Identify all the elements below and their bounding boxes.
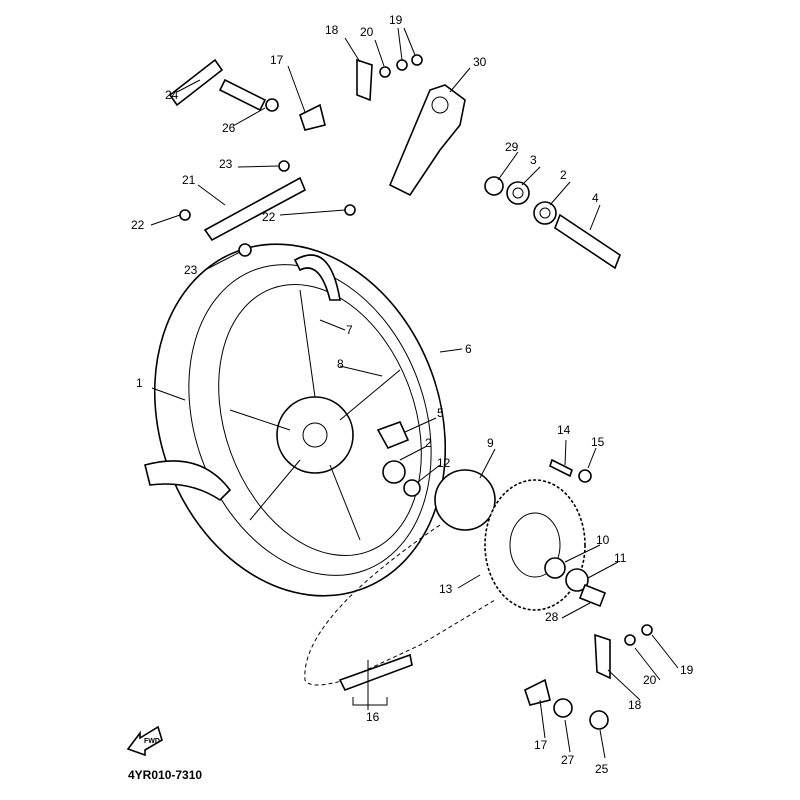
callout-17: 17: [534, 738, 548, 752]
callout-10: 10: [596, 533, 610, 547]
callout-22: 22: [262, 210, 276, 224]
callout-21: 21: [182, 173, 196, 187]
callout-22: 22: [131, 218, 145, 232]
rear-wheel: [144, 243, 447, 597]
callout-7: 7: [346, 323, 353, 337]
callout-23: 23: [184, 263, 198, 277]
callout-2: 2: [425, 436, 432, 450]
callout-1: 1: [136, 376, 143, 390]
callout-3: 3: [530, 153, 537, 167]
callout-29: 29: [505, 140, 519, 154]
callout-27: 27: [561, 753, 575, 767]
callout-6: 6: [465, 342, 472, 356]
callout-18: 18: [325, 23, 339, 37]
callout-20: 20: [643, 673, 657, 687]
forward-direction-icon: FWD: [126, 725, 163, 757]
axle-parts: [168, 54, 621, 497]
sprocket-assembly: [304, 458, 653, 730]
callout-18: 18: [628, 698, 642, 712]
callout-13: 13: [439, 582, 453, 596]
callout-17: 17: [270, 53, 284, 67]
callout-25: 25: [595, 762, 609, 776]
callout-9: 9: [487, 436, 494, 450]
callout-30: 30: [473, 55, 487, 69]
callout-5: 5: [437, 406, 444, 420]
callout-24: 24: [165, 88, 179, 102]
callout-11: 11: [614, 551, 627, 565]
callout-19: 19: [680, 663, 694, 677]
callout-19: 19: [389, 13, 403, 27]
leader-lines: [150, 27, 679, 759]
callout-20: 20: [360, 25, 374, 39]
callout-8: 8: [337, 357, 344, 371]
callout-15: 15: [591, 435, 605, 449]
callout-12: 12: [437, 456, 451, 470]
callout-16: 16: [366, 710, 380, 724]
callout-4: 4: [592, 191, 599, 205]
svg-text:FWD: FWD: [144, 738, 160, 745]
callout-28: 28: [545, 610, 559, 624]
part-code: 4YR010-7310: [128, 768, 203, 782]
callout-14: 14: [557, 423, 571, 437]
callout-23: 23: [219, 157, 233, 171]
callout-26: 26: [222, 121, 236, 135]
callout-2: 2: [560, 168, 567, 182]
